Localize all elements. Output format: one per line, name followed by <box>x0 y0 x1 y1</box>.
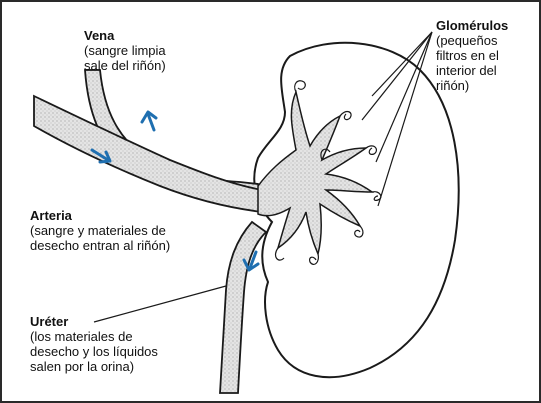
glomerulos-desc-line: riñón) <box>436 78 508 93</box>
arteria-label: Arteria (sangre y materiales de desecho … <box>30 208 170 253</box>
arteria-desc-line: (sangre y materiales de <box>30 223 170 238</box>
vein-flow-arrow-icon <box>142 112 156 130</box>
ureter-desc-line: (los materiales de <box>30 329 158 344</box>
glomerulos-label: Glomérulos (pequeños filtros en el inter… <box>436 18 508 93</box>
glomerulos-desc-line: (pequeños <box>436 33 508 48</box>
glomerulos-desc-line: filtros en el <box>436 48 508 63</box>
arteria-desc-line: desecho entran al riñón) <box>30 238 170 253</box>
ureter-title: Uréter <box>30 314 158 329</box>
ureter-desc-line: salen por la orina) <box>30 359 158 374</box>
ureter-label: Uréter (los materiales de desecho y los … <box>30 314 158 374</box>
ureter-vessel <box>220 222 266 393</box>
ureter-desc-line: desecho y los líquidos <box>30 344 158 359</box>
vena-label: Vena (sangre limpia sale del riñón) <box>84 28 166 73</box>
glomerulos-desc-line: interior del <box>436 63 508 78</box>
arteria-title: Arteria <box>30 208 170 223</box>
vena-desc-line: (sangre limpia <box>84 43 166 58</box>
glomerulos-title: Glomérulos <box>436 18 508 33</box>
vena-desc-line: sale del riñón) <box>84 58 166 73</box>
vena-title: Vena <box>84 28 166 43</box>
